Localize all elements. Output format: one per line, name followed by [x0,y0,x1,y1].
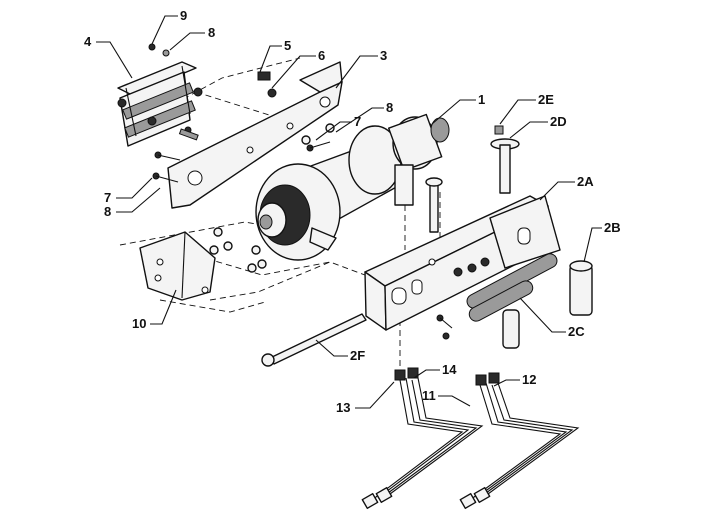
mounting-plate [152,61,343,209]
cross-rollers [466,253,558,349]
callout-1: 1 [478,92,485,107]
long-shaft [261,313,367,367]
callout-5: 5 [284,38,291,53]
callout-14: 14 [442,362,457,377]
callout-2A: 2A [577,174,594,189]
callout-2E: 2E [538,92,554,107]
winch-assembly [255,113,450,261]
callout-13: 13 [336,400,350,415]
support-post [490,125,520,194]
callout-10: 10 [132,316,146,331]
callout-12: 12 [522,372,536,387]
vertical-pin [425,177,443,233]
callout-2D: 2D [550,114,567,129]
callout-labels: 9 8 4 5 6 3 8 7 1 2E 2D 2A 2B 2C 2F 7 8 … [84,8,621,415]
callout-11: 11 [422,388,436,403]
callout-8-middle: 8 [386,100,393,115]
callout-8-left: 8 [104,204,111,219]
callout-2C: 2C [568,324,585,339]
callout-9: 9 [180,8,187,23]
callout-6: 6 [318,48,325,63]
callout-3: 3 [380,48,387,63]
callout-leaders [96,15,602,409]
base-frame [364,195,561,340]
callout-8-top: 8 [208,25,215,40]
spare-roller [569,260,593,316]
hydraulic-lines [361,367,580,510]
callout-7-left: 7 [104,190,111,205]
roller-fairlead [117,43,203,147]
callout-7-top: 7 [354,114,361,129]
callout-2F: 2F [350,348,365,363]
hardware-fasteners [209,123,335,273]
callout-2B: 2B [604,220,621,235]
callout-4: 4 [84,34,92,49]
mounting-bracket [139,231,216,301]
